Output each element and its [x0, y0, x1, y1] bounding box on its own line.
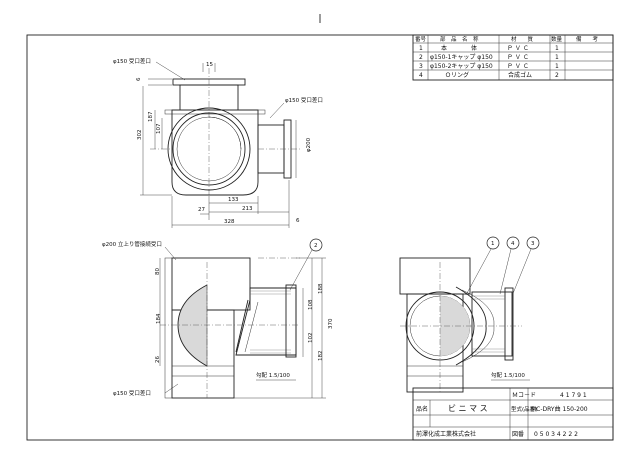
dim-184: 184	[156, 313, 162, 324]
dim-187: 187	[148, 111, 154, 122]
name-value: ビ ニ マ ス	[448, 404, 488, 413]
front-slope-label: 勾配 1.5/100	[256, 371, 290, 379]
balloon-3	[526, 236, 540, 250]
parts-header-no: 番号	[415, 36, 427, 43]
parts-row-no: 2	[419, 54, 423, 61]
parts-row-material: Ｐ Ｖ Ｃ	[507, 45, 529, 52]
dim-328: 328	[224, 219, 235, 225]
parts-row-qty: 1	[555, 54, 559, 61]
dim-6-top: 6	[136, 77, 142, 81]
sheet-frame	[26, 34, 614, 441]
plan-side-label: φ150 受口差口	[285, 96, 323, 104]
model-value: MC-DRY曲 150-200	[531, 405, 588, 413]
parts-row-material: 合成ゴム	[508, 71, 532, 79]
dim-26: 26	[155, 356, 161, 363]
parts-row-no: 4	[419, 72, 423, 79]
balloon-4	[506, 236, 520, 250]
dim-15: 15	[206, 62, 213, 68]
model-label: 型式(品番)	[511, 405, 537, 413]
plan-top-label: φ150 受口差口	[113, 57, 151, 65]
dim-80: 80	[155, 268, 161, 275]
dim-182: 182	[318, 351, 324, 362]
dim-213: 213	[242, 206, 253, 212]
dim-302: 302	[137, 130, 143, 141]
dim-133: 133	[228, 197, 239, 203]
parts-row-no: 3	[419, 63, 423, 70]
parts-header-note: 備 考	[576, 35, 599, 43]
balloon-2	[309, 238, 323, 252]
front-top-label: φ200 立上り管接続受口	[102, 240, 162, 248]
drawing-label: 図番	[512, 431, 524, 438]
name-label: 品名	[416, 405, 428, 413]
drawing-value: 0 5 0 3 4 2 2 2	[534, 431, 578, 438]
dim-6-right: 6	[296, 218, 300, 224]
balloon-2-label: 2	[314, 243, 318, 249]
dim-102: 102	[308, 333, 314, 344]
title-block: Ｍコ－ド 4 1 7 9 1 品名 ビ ニ マ ス 型式(品番) MC-DRY曲…	[412, 387, 614, 441]
parts-row-name: 本 体	[441, 44, 477, 52]
balloon-1	[486, 236, 500, 250]
parts-row-qty: 1	[555, 45, 559, 52]
dim-188: 188	[318, 283, 324, 294]
front-bottom-label: φ150 受口差口	[113, 389, 151, 397]
side-view: 勾配 1.5/100 1 4 3	[399, 236, 540, 393]
dim-107: 107	[156, 123, 162, 134]
parts-row-name: φ150-1キャップ φ150	[430, 54, 493, 61]
parts-header-material: 材 質	[511, 35, 534, 43]
front-view: φ200 立上り管接続受口 φ150 受口差口 勾配 1.5/100 2 80 …	[102, 238, 334, 399]
dim-phi200: φ200	[306, 137, 312, 152]
parts-row-name: φ150-2キャップ φ150	[430, 63, 493, 70]
parts-header-qty: 数量	[551, 35, 563, 43]
outlet-hatch	[250, 290, 291, 354]
parts-row-qty: 1	[555, 63, 559, 70]
code-value: 4 1 7 9 1	[560, 392, 587, 399]
parts-row-name: Ｏリング	[445, 71, 469, 79]
parts-row-qty: 2	[555, 72, 559, 79]
parts-table: 番号 部 品 名 称 材 質 数量 備 考 1 本 体 Ｐ Ｖ Ｃ 1 2 φ1…	[412, 34, 614, 81]
balloon-1-label: 1	[491, 241, 495, 247]
parts-row-no: 1	[419, 45, 423, 52]
code-label: Ｍコ－ド	[512, 392, 536, 399]
plan-view: φ150 受口差口 φ150 受口差口 15 6 187 107 302 φ20…	[113, 57, 323, 228]
dim-370: 370	[328, 318, 334, 329]
parts-row-material: Ｐ Ｖ Ｃ	[507, 63, 529, 70]
dim-27: 27	[198, 207, 205, 213]
side-slope-label: 勾配 1.5/100	[491, 371, 525, 379]
balloon-4-label: 4	[511, 241, 515, 247]
dim-108: 108	[308, 299, 314, 310]
company-name: 前澤化成工業株式会社	[416, 430, 476, 438]
parts-row-material: Ｐ Ｖ Ｃ	[507, 54, 529, 61]
balloon-3-label: 3	[531, 241, 535, 247]
parts-header-name: 部 品 名 称	[440, 35, 479, 43]
